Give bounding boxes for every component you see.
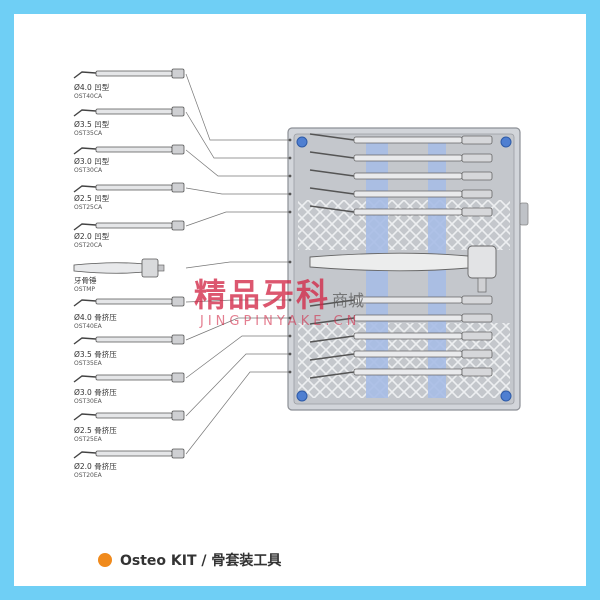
tool-name: Ø3.5 骨挤压 <box>74 350 117 359</box>
leader-line-2 <box>185 111 290 159</box>
tool-code: OST35CA <box>74 130 103 137</box>
leader-line-3 <box>185 149 290 177</box>
tool-code: OST30CA <box>74 167 103 174</box>
leader-end-4 <box>288 192 292 196</box>
leader-line-8 <box>185 317 290 341</box>
tray-lattice-upper <box>298 200 510 250</box>
tray-instrument-8 <box>309 331 493 343</box>
tray-instrument-2 <box>309 151 493 163</box>
leader-line-11 <box>185 371 290 455</box>
side-instrument-2 <box>73 106 185 117</box>
leader-end-5 <box>288 210 292 214</box>
orange-dot-icon <box>98 553 112 567</box>
side-instrument-7 <box>73 296 185 307</box>
tray-instrument-3 <box>309 169 493 181</box>
side-instrument-1 <box>73 68 185 79</box>
kit-diagram <box>73 68 529 459</box>
tool-code: OST35EA <box>74 360 102 367</box>
tool-code: OST40CA <box>74 93 103 100</box>
side-instrument-9 <box>73 372 185 383</box>
tray-latch <box>519 202 529 226</box>
leader-end-2 <box>288 156 292 160</box>
tool-name: Ø3.5 凹型 <box>74 120 110 129</box>
tool-name: Ø3.0 凹型 <box>74 157 110 166</box>
leader-end-6 <box>288 260 292 264</box>
tool-name: Ø2.5 骨挤压 <box>74 426 117 435</box>
leader-line-10 <box>185 353 290 417</box>
side-mallet <box>73 258 165 278</box>
side-instrument-3 <box>73 144 185 155</box>
leader-end-3 <box>288 174 292 178</box>
tool-name: Ø4.0 骨挤压 <box>74 313 117 322</box>
tray-instrument-6 <box>309 295 493 307</box>
footer-caption: Osteo KIT / 骨套装工具 <box>120 553 282 569</box>
tool-code: OST20CA <box>74 242 103 249</box>
tool-name: Ø2.5 凹型 <box>74 194 110 203</box>
tool-code: OST40EA <box>74 323 102 330</box>
tool-name: 牙骨锤 <box>74 276 97 285</box>
tray-mallet <box>309 245 497 293</box>
side-instrument-5 <box>73 220 185 231</box>
tray-instrument-9 <box>309 349 493 361</box>
tray-screw-icon-2 <box>500 136 512 148</box>
side-instrument-4 <box>73 182 185 193</box>
leader-end-11 <box>288 370 292 374</box>
footer: Osteo KIT / 骨套装工具 <box>98 550 281 570</box>
leader-end-7 <box>288 298 292 302</box>
side-instrument-10 <box>73 410 185 421</box>
tray-screw-icon-4 <box>500 390 512 402</box>
tray-screw-icon-3 <box>296 390 308 402</box>
tray-screw-icon-1 <box>296 136 308 148</box>
leader-line-7 <box>185 299 290 303</box>
leader-line-1 <box>185 73 290 141</box>
tray-instrument-5 <box>309 205 493 217</box>
tool-code: OSTMP <box>74 286 95 293</box>
leader-line-9 <box>185 335 290 379</box>
tool-name: Ø3.0 骨挤压 <box>74 388 117 397</box>
leader-end-9 <box>288 334 292 338</box>
tool-name: Ø4.0 凹型 <box>74 83 110 92</box>
side-instrument-11 <box>73 448 185 459</box>
tray-instrument-7 <box>309 313 493 325</box>
tool-name: Ø2.0 骨挤压 <box>74 462 117 471</box>
tool-code: OST25CA <box>74 204 103 211</box>
tool-code: OST30EA <box>74 398 102 405</box>
tray-instrument-4 <box>309 187 493 199</box>
leader-line-4 <box>185 187 290 195</box>
tool-name: Ø2.0 凹型 <box>74 232 110 241</box>
leader-end-8 <box>288 316 292 320</box>
leader-line-6 <box>185 261 290 269</box>
leader-end-10 <box>288 352 292 356</box>
tray-instrument-10 <box>309 367 493 379</box>
tool-code: OST25EA <box>74 436 102 443</box>
tool-code: OST20EA <box>74 472 102 479</box>
side-instrument-8 <box>73 334 185 345</box>
tray-instrument-1 <box>309 133 493 145</box>
leader-end-1 <box>288 138 292 142</box>
leader-line-5 <box>185 211 290 227</box>
